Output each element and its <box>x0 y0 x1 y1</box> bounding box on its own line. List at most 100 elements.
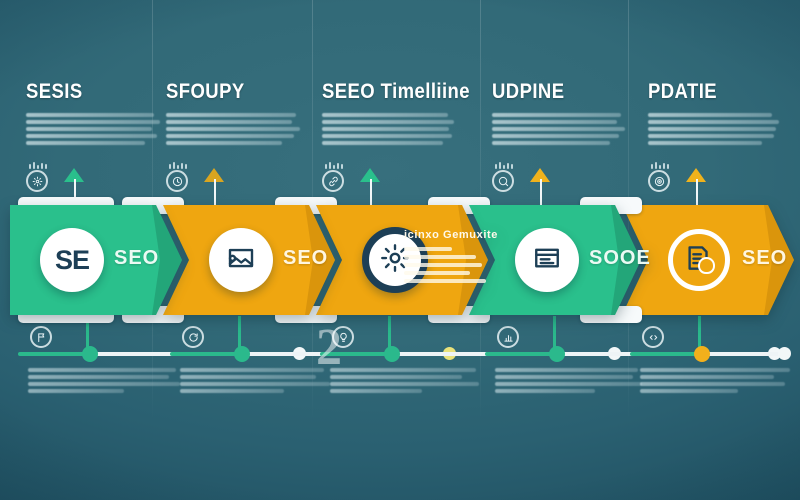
chevron-label-4: SOOE <box>589 247 651 269</box>
marker-ticks <box>169 161 191 169</box>
text-line <box>495 375 633 379</box>
text-line <box>26 120 160 124</box>
connector-stem-5 <box>698 316 701 354</box>
text-line <box>640 382 785 386</box>
marker-ticks <box>29 161 51 169</box>
text-line <box>322 127 449 131</box>
text-line <box>492 113 621 117</box>
chevron-label-5: SEO <box>742 247 788 269</box>
column-divider-low-2 <box>312 300 313 420</box>
chevron-badge-1[interactable]: SE <box>40 228 104 292</box>
text-line <box>26 127 152 131</box>
chevron-step-5[interactable]: SEO <box>622 205 794 315</box>
bottom-section-3 <box>330 368 490 393</box>
top-section-heading: SEEO Timelliine <box>322 80 470 103</box>
text-line <box>640 375 774 379</box>
text-line <box>322 113 448 117</box>
text-line <box>492 141 610 145</box>
target-outline-icon <box>648 162 670 192</box>
text-line <box>322 120 454 124</box>
text-line <box>330 382 479 386</box>
connector-node-1[interactable] <box>82 346 98 362</box>
top-section-1: SESIS <box>26 80 176 145</box>
connector-node-5[interactable] <box>694 346 710 362</box>
text-line <box>180 368 324 372</box>
text-line <box>26 113 154 117</box>
text-line <box>28 382 180 386</box>
text-line <box>404 247 452 251</box>
text-line <box>330 368 476 372</box>
text-lines-block <box>492 113 642 145</box>
text-line <box>492 134 619 138</box>
text-line <box>28 368 176 372</box>
text-line <box>180 375 316 379</box>
text-line <box>495 389 595 393</box>
top-section-5: PDATIE <box>648 80 798 145</box>
text-line <box>26 141 145 145</box>
top-section-heading: PDATIE <box>648 80 718 103</box>
image-card-icon <box>226 243 256 278</box>
bottom-section-1 <box>28 368 188 393</box>
connector-rail-green-2 <box>170 352 242 356</box>
chevron-step-3[interactable]: icinxo Gemuxite <box>316 205 497 315</box>
text-line <box>648 127 776 131</box>
text-line <box>492 127 625 131</box>
chevron-badge-5[interactable] <box>668 229 730 291</box>
connector-rail-green-5 <box>630 352 702 356</box>
flag-outline-icon <box>30 326 52 348</box>
connector-rail-white-5 <box>702 352 790 356</box>
text-line <box>648 113 772 117</box>
top-section-4: UDPINE <box>492 80 642 145</box>
chevron-badge-2[interactable] <box>209 228 273 292</box>
badge-initials: SE <box>54 244 90 275</box>
text-line <box>404 263 482 267</box>
connector-stem-4 <box>553 316 556 354</box>
top-section-2: SFOUPY <box>166 80 316 145</box>
text-line <box>648 134 774 138</box>
connector-node-2[interactable] <box>234 346 250 362</box>
bulb-outline-icon <box>332 326 354 348</box>
refresh-outline-icon <box>182 326 204 348</box>
column-divider-3 <box>480 0 481 230</box>
text-lines-block <box>495 368 655 393</box>
lightbulb-accent-icon <box>700 259 713 272</box>
connector-rail-green-4 <box>485 352 557 356</box>
text-line <box>322 134 452 138</box>
chevron-badge-4[interactable] <box>515 228 579 292</box>
text-lines-block <box>640 368 800 393</box>
connector-node-3[interactable] <box>384 346 400 362</box>
text-line <box>495 382 642 386</box>
text-line <box>330 389 422 393</box>
connector-stem-3 <box>388 316 391 354</box>
connector-node-4[interactable] <box>549 346 565 362</box>
column-divider-4 <box>628 0 629 230</box>
text-line <box>640 368 790 372</box>
chart-outline-icon <box>497 326 519 348</box>
text-lines-block <box>322 113 472 145</box>
text-line <box>180 382 330 386</box>
text-line <box>166 134 294 138</box>
gear-outline-icon <box>26 162 48 192</box>
chevron-step-1[interactable]: SE SEO <box>10 205 182 315</box>
connector-stem-1 <box>86 316 89 354</box>
chevron-label-1: SEO <box>114 247 160 269</box>
bottom-section-5 <box>640 368 800 393</box>
chevron-label-2: SEO <box>283 247 329 269</box>
text-line <box>26 134 157 138</box>
connector-stem-2 <box>238 316 241 354</box>
text-line <box>28 389 124 393</box>
column-divider-2 <box>312 0 313 230</box>
marker-ticks <box>325 161 347 169</box>
top-section-3: SEEO Timelliine <box>322 80 472 145</box>
text-line <box>404 271 470 275</box>
connector-endpoint-5 <box>778 347 791 360</box>
text-line <box>166 141 282 145</box>
top-section-heading: UDPINE <box>492 80 565 103</box>
chevron-step-4[interactable]: SOOE <box>469 205 650 315</box>
text-line <box>492 120 617 124</box>
text-line <box>322 141 443 145</box>
chevron-inner-heading: icinxo Gemuxite <box>404 229 498 241</box>
text-line <box>166 120 292 124</box>
chevron-step-2[interactable]: SEO <box>163 205 335 315</box>
text-line <box>166 113 296 117</box>
